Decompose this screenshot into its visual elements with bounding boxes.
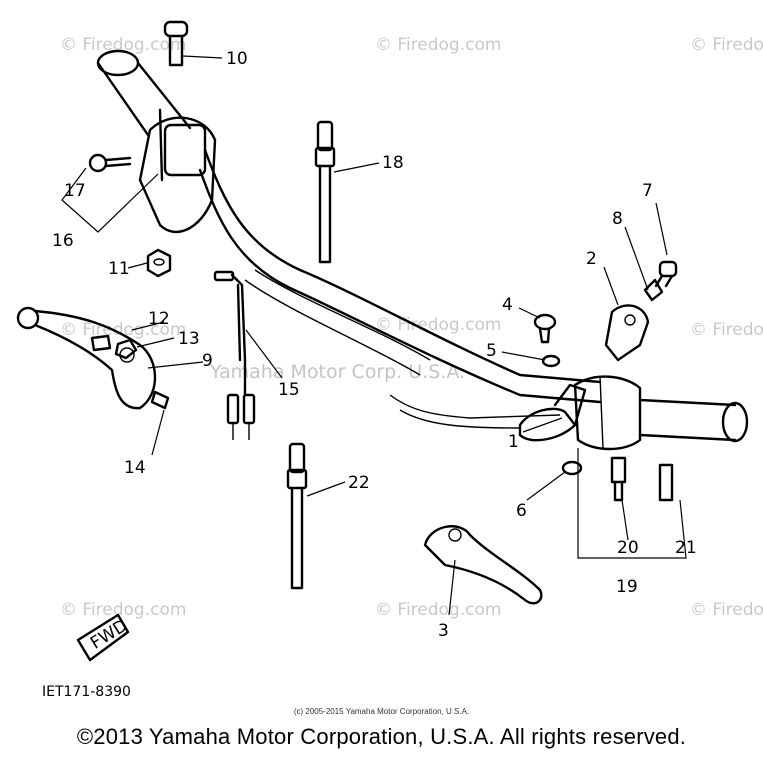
callout-1: 1 <box>508 432 519 452</box>
callout-3: 3 <box>438 621 449 641</box>
callout-2: 2 <box>586 249 597 269</box>
callout-18: 18 <box>382 153 404 173</box>
watermarks: © Firedog.com © Firedog.com © Firedog.co… <box>60 35 763 620</box>
copyright-small: (c) 2005-2015 Yamaha Motor Corporation, … <box>293 707 470 716</box>
lever-holder-1 <box>518 383 587 476</box>
watermark: © Firedog.com <box>690 600 763 620</box>
callout-20: 20 <box>617 538 639 558</box>
callout-11: 11 <box>108 259 130 279</box>
watermark: © Firedog.com <box>690 320 763 340</box>
callout-5: 5 <box>486 341 497 361</box>
callout-17: 17 <box>64 181 86 201</box>
screws-20-21 <box>610 456 674 502</box>
wire-harness-15 <box>213 270 256 440</box>
callout-6: 6 <box>516 501 527 521</box>
fwd-arrow: FWD <box>76 613 131 662</box>
callout-12: 12 <box>148 309 170 329</box>
leader-lines <box>61 55 687 616</box>
clamp-2 <box>604 260 678 362</box>
handlebar <box>198 148 602 429</box>
copyright-main: ©2013 Yamaha Motor Corporation, U.S.A. A… <box>76 724 687 749</box>
callout-21: 21 <box>675 538 697 558</box>
screw-10 <box>163 20 189 67</box>
callout-14: 14 <box>124 458 146 478</box>
cable-tie-22 <box>286 442 308 590</box>
right-lever-3 <box>423 525 543 605</box>
left-grip-switch <box>96 49 217 234</box>
callouts: 10 17 16 11 12 13 9 14 15 18 22 4 5 6 2 … <box>52 49 697 641</box>
nut-11 <box>146 248 172 278</box>
callout-16: 16 <box>52 231 74 251</box>
watermark: © Firedog.com <box>375 600 501 620</box>
callout-13: 13 <box>178 329 200 349</box>
watermark: © Firedog.com <box>375 315 501 335</box>
bolt-17 <box>88 153 132 173</box>
small-parts-left <box>90 334 170 410</box>
callout-8: 8 <box>612 209 623 229</box>
cable-tie-18 <box>314 120 336 264</box>
watermark: © Firedog.com <box>690 35 763 55</box>
right-grip-switch <box>573 375 749 451</box>
watermark: © Firedog.com <box>60 320 186 340</box>
watermark: © Firedog.com <box>375 35 501 55</box>
watermark: © Firedog.com <box>60 35 186 55</box>
watermark: © Firedog.com <box>60 600 186 620</box>
diagram-code: IET171-8390 <box>42 684 131 700</box>
callout-7: 7 <box>642 181 653 201</box>
callout-9: 9 <box>202 351 213 371</box>
callout-15: 15 <box>278 380 300 400</box>
callout-10: 10 <box>226 49 248 69</box>
callout-4: 4 <box>502 295 513 315</box>
screw-4-washer-5 <box>533 313 561 368</box>
watermark-center: Yamaha Motor Corp. U.S.A. <box>209 361 465 383</box>
callout-22: 22 <box>348 473 370 493</box>
callout-19: 19 <box>616 577 638 597</box>
